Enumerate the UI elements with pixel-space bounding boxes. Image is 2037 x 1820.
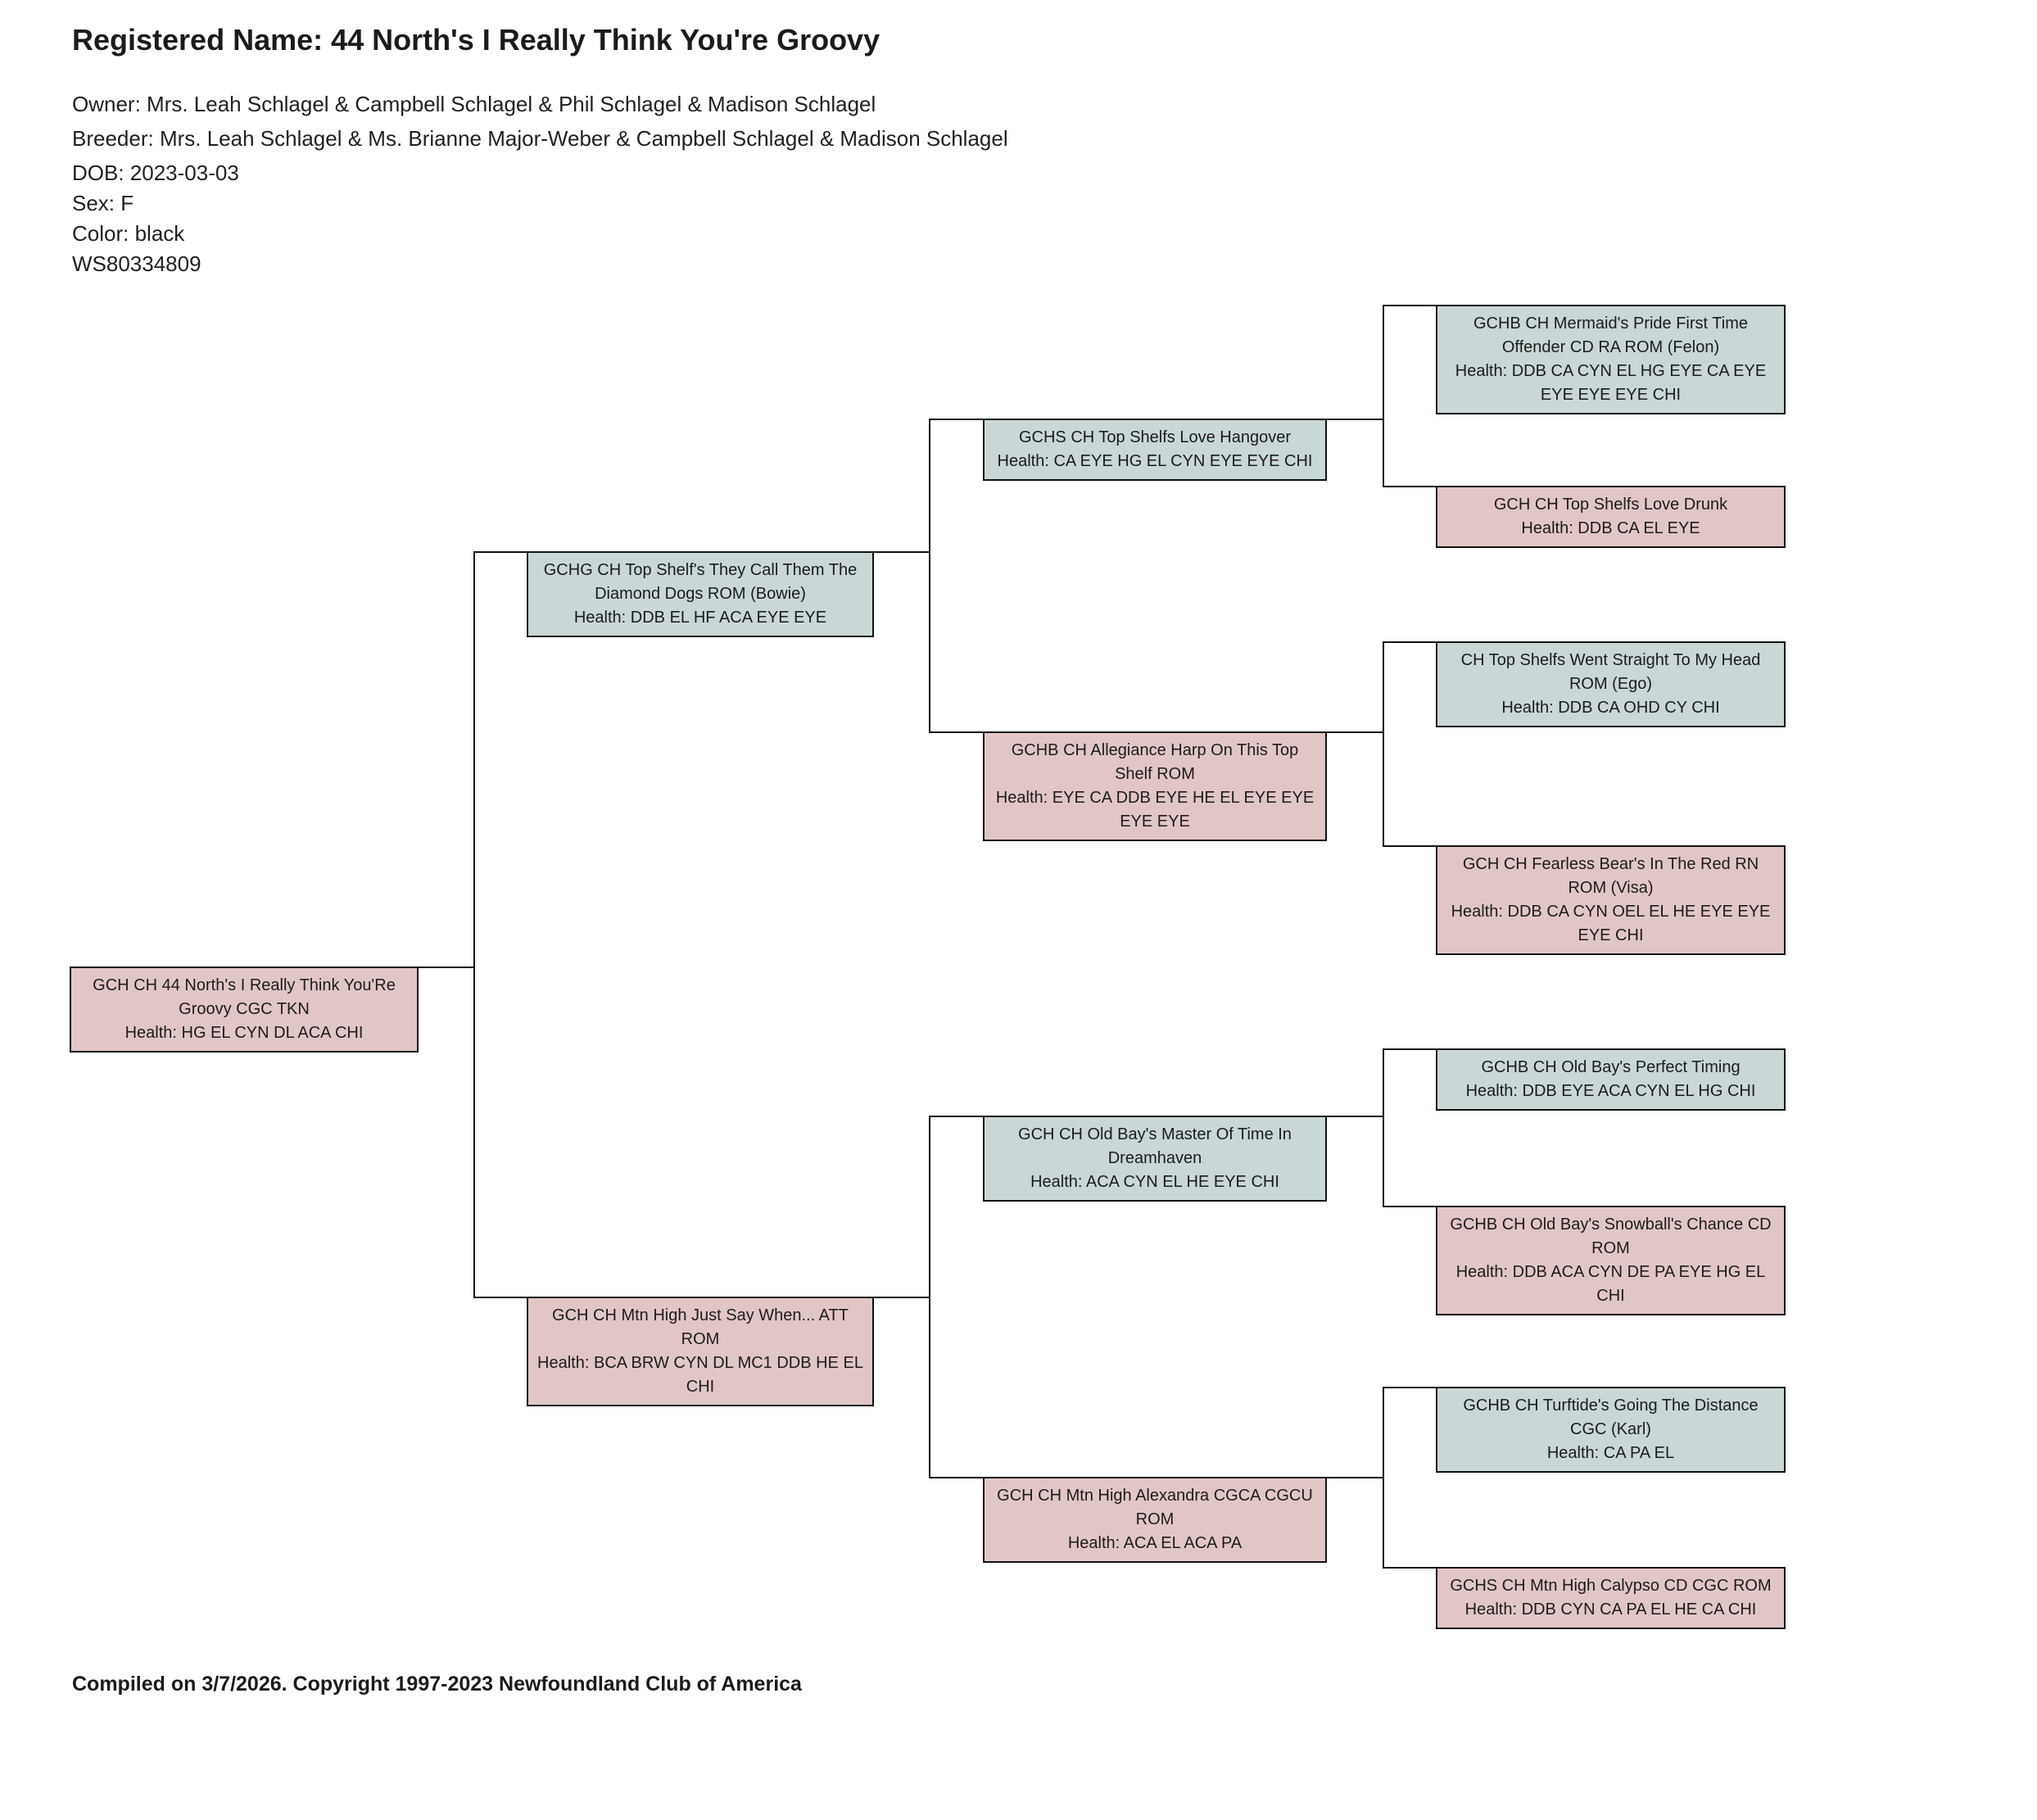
dog-name: GCHS CH Mtn High Calypso CD CGC ROM bbox=[1450, 1577, 1772, 1595]
pedigree-connector bbox=[929, 731, 983, 733]
dog-name: GCHB CH Turftide's Going The Distance CG… bbox=[1463, 1397, 1759, 1438]
dog-name: GCHB CH Allegiance Harp On This Top Shel… bbox=[1011, 741, 1299, 783]
sex-line: Sex: F bbox=[72, 191, 134, 215]
dog-name: GCH CH Top Shelfs Love Drunk bbox=[1493, 496, 1728, 514]
pedigree-node-paternal-grandsire: GCHS CH Top Shelfs Love Hangover Health:… bbox=[983, 419, 1327, 481]
dog-health: Health: ACA CYN EL HE EYE CHI bbox=[1030, 1173, 1279, 1191]
pedigree-connector bbox=[1383, 845, 1436, 847]
pedigree-connector bbox=[874, 1297, 930, 1298]
dog-name: GCH CH Fearless Bear's In The Red RN ROM… bbox=[1462, 855, 1759, 897]
pedigree-connector bbox=[929, 419, 930, 733]
dog-health: Health: HG EL CYN DL ACA CHI bbox=[124, 1024, 364, 1042]
dog-health: Health: DDB CYN CA PA EL HE CA CHI bbox=[1464, 1600, 1757, 1619]
pedigree-node-maternal-great-grandsire-1: GCHB CH Old Bay's Perfect Timing Health:… bbox=[1436, 1048, 1786, 1111]
pedigree-connector bbox=[1383, 305, 1436, 306]
dog-name: GCH CH Old Bay's Master Of Time In Dream… bbox=[1018, 1125, 1292, 1167]
pedigree-node-paternal-great-granddam-2: GCH CH Fearless Bear's In The Red RN ROM… bbox=[1436, 845, 1786, 955]
dog-name: GCHS CH Top Shelfs Love Hangover bbox=[1018, 428, 1291, 446]
dog-health: Health: EYE CA DDB EYE HE EL EYE EYE EYE… bbox=[995, 789, 1315, 831]
pedigree-node-paternal-granddam: GCHB CH Allegiance Harp On This Top Shel… bbox=[983, 731, 1327, 841]
pedigree-connector bbox=[1383, 305, 1384, 487]
dog-health: Health: DDB CA EL EYE bbox=[1521, 519, 1700, 537]
pedigree-connector bbox=[1383, 641, 1384, 847]
dog-health: Health: DDB EL HF ACA EYE EYE bbox=[573, 609, 827, 627]
pedigree-connector bbox=[419, 967, 475, 968]
pedigree-connector bbox=[473, 551, 475, 1298]
dog-name: GCHB CH Old Bay's Snowball's Chance CD R… bbox=[1450, 1216, 1772, 1257]
pedigree-node-maternal-great-grandsire-2: GCHB CH Turftide's Going The Distance CG… bbox=[1436, 1387, 1786, 1473]
pedigree-node-subject: GCH CH 44 North's I Really Think You'Re … bbox=[70, 967, 419, 1053]
pedigree-node-maternal-great-granddam-1: GCHB CH Old Bay's Snowball's Chance CD R… bbox=[1436, 1206, 1786, 1315]
color-line: Color: black bbox=[72, 221, 185, 246]
pedigree-connector bbox=[874, 551, 930, 553]
pedigree-connector bbox=[1327, 1477, 1384, 1478]
dog-name: GCH CH Mtn High Alexandra CGCA CGCU ROM bbox=[997, 1487, 1313, 1528]
pedigree-connector bbox=[1383, 486, 1436, 487]
dog-health: Health: DDB ACA CYN DE PA EYE HG EL CHI bbox=[1455, 1263, 1766, 1305]
pedigree-node-dam: GCH CH Mtn High Just Say When... ATT ROM… bbox=[527, 1297, 874, 1406]
dog-name: CH Top Shelfs Went Straight To My Head R… bbox=[1460, 651, 1761, 693]
dog-health: Health: DDB EYE ACA CYN EL HG CHI bbox=[1465, 1082, 1756, 1100]
pedigree-node-paternal-great-grandsire-1: GCHB CH Mermaid's Pride First Time Offen… bbox=[1436, 305, 1786, 414]
pedigree-connector bbox=[1383, 1567, 1436, 1569]
pedigree-connector bbox=[929, 1116, 983, 1117]
pedigree-connector bbox=[1327, 419, 1384, 420]
pedigree-connector bbox=[1383, 1387, 1436, 1388]
pedigree-connector bbox=[473, 1297, 527, 1298]
pedigree-connector bbox=[929, 1477, 983, 1478]
dog-name: GCHB CH Mermaid's Pride First Time Offen… bbox=[1473, 315, 1748, 356]
dog-name: GCH CH Mtn High Just Say When... ATT ROM bbox=[552, 1306, 849, 1348]
breeder-line: Breeder: Mrs. Leah Schlagel & Ms. Briann… bbox=[72, 126, 1008, 151]
pedigree-node-paternal-great-granddam-1: GCH CH Top Shelfs Love Drunk Health: DDB… bbox=[1436, 486, 1786, 548]
dog-health: Health: DDB CA CYN OEL EL HE EYE EYE EYE… bbox=[1451, 903, 1771, 944]
pedigree-node-sire: GCHG CH Top Shelf's They Call Them The D… bbox=[527, 551, 874, 637]
dog-name: GCH CH 44 North's I Really Think You'Re … bbox=[93, 976, 396, 1018]
pedigree-connector bbox=[1383, 1387, 1384, 1569]
dog-health: Health: DDB CA CYN EL HG EYE CA EYE EYE … bbox=[1455, 362, 1767, 404]
pedigree-node-maternal-grandsire: GCH CH Old Bay's Master Of Time In Dream… bbox=[983, 1116, 1327, 1202]
dog-health: Health: DDB CA OHD CY CHI bbox=[1501, 699, 1720, 717]
pedigree-connector bbox=[929, 419, 983, 420]
page-title: Registered Name: 44 North's I Really Thi… bbox=[72, 23, 880, 57]
pedigree-node-maternal-granddam: GCH CH Mtn High Alexandra CGCA CGCU ROM … bbox=[983, 1477, 1327, 1563]
footer-note: Compiled on 3/7/2026. Copyright 1997-202… bbox=[72, 1673, 802, 1695]
pedigree-connector bbox=[1327, 1116, 1384, 1117]
pedigree-connector bbox=[929, 1116, 930, 1478]
pedigree-connector bbox=[473, 551, 527, 553]
pedigree-connector bbox=[1327, 731, 1384, 733]
pedigree-node-maternal-great-granddam-2: GCHS CH Mtn High Calypso CD CGC ROM Heal… bbox=[1436, 1567, 1786, 1629]
dog-health: Health: CA PA EL bbox=[1546, 1444, 1675, 1462]
dog-name: GCHB CH Old Bay's Perfect Timing bbox=[1481, 1058, 1741, 1076]
pedigree-node-paternal-great-grandsire-2: CH Top Shelfs Went Straight To My Head R… bbox=[1436, 641, 1786, 727]
registered-name-value: 44 North's I Really Think You're Groovy bbox=[331, 23, 880, 57]
registration-number: WS80334809 bbox=[72, 251, 201, 276]
dog-health: Health: BCA BRW CYN DL MC1 DDB HE EL CHI bbox=[537, 1354, 863, 1396]
dog-name: GCHG CH Top Shelf's They Call Them The D… bbox=[543, 561, 858, 603]
dog-health: Health: CA EYE HG EL CYN EYE EYE CHI bbox=[997, 452, 1313, 470]
pedigree-connector bbox=[1383, 641, 1436, 643]
pedigree-connector bbox=[1383, 1048, 1384, 1207]
registered-name-label: Registered Name: bbox=[72, 23, 324, 57]
dob-line: DOB: 2023-03-03 bbox=[72, 161, 239, 185]
dog-health: Health: ACA EL ACA PA bbox=[1067, 1534, 1243, 1552]
owner-line: Owner: Mrs. Leah Schlagel & Campbell Sch… bbox=[72, 92, 876, 116]
pedigree-connector bbox=[1383, 1206, 1436, 1207]
pedigree-connector bbox=[1383, 1048, 1436, 1050]
